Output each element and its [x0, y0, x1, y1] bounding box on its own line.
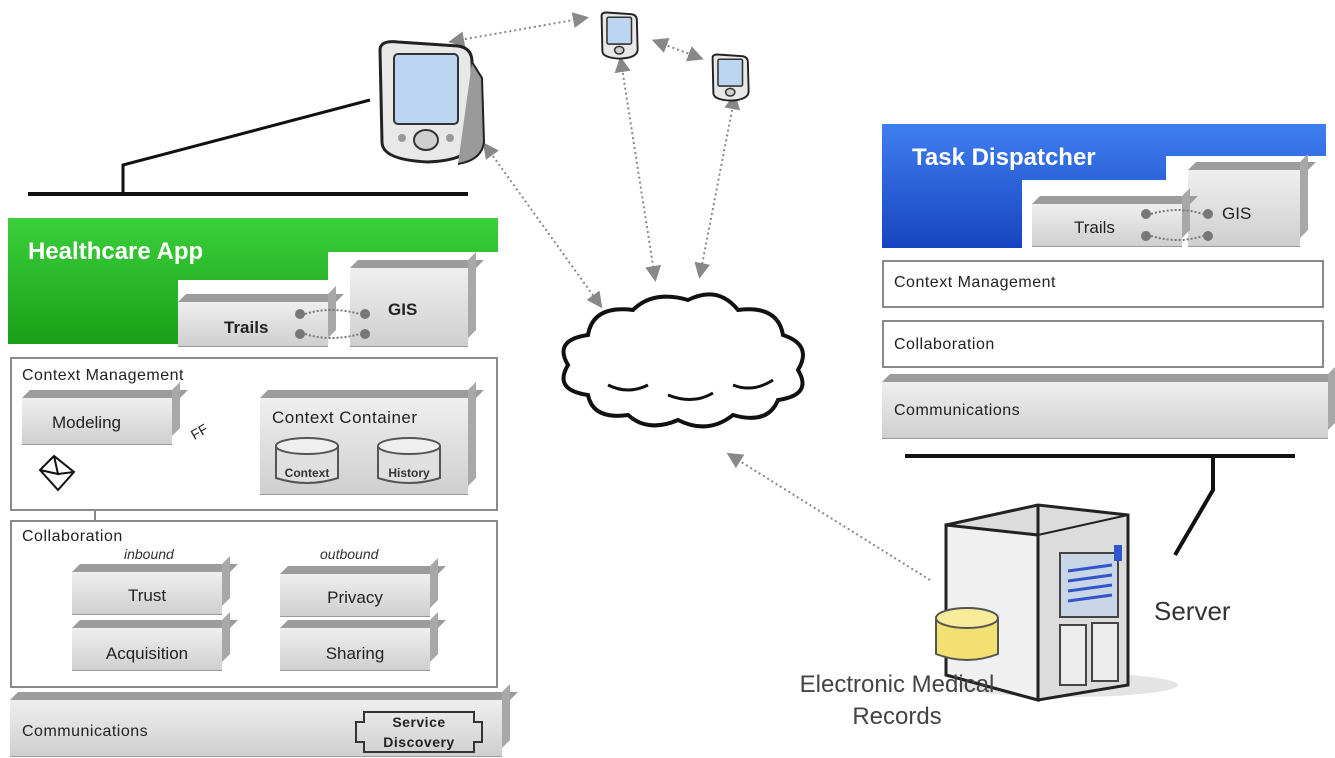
- link-arrow: [448, 12, 589, 48]
- dispatcher-gis-label: GIS: [1222, 204, 1252, 223]
- modeling-label: Modeling: [52, 413, 121, 432]
- gis-label: GIS: [388, 300, 418, 319]
- task-dispatcher-header: [882, 124, 1326, 248]
- service-discovery-icon: [355, 711, 483, 753]
- dispatcher-collaboration-layer: [882, 320, 1324, 368]
- privacy-component: [280, 574, 430, 617]
- dispatcher-communications-label: Communications: [894, 402, 1021, 419]
- link-arrow: [726, 452, 931, 581]
- sharing-label: Sharing: [325, 644, 385, 663]
- inbound-label: inbound: [124, 546, 174, 562]
- trails-label: Trails: [224, 318, 269, 337]
- handheld-device-icon: [711, 53, 750, 102]
- trust-label: Trust: [127, 586, 167, 605]
- communications-layer: [10, 700, 502, 757]
- dispatcher-context-management-layer: [882, 260, 1324, 308]
- service-discovery-line2: Discovery: [383, 734, 455, 750]
- sharing-component: [280, 628, 430, 671]
- trails-gis-connector: [1141, 209, 1213, 241]
- trails-component: [178, 302, 328, 347]
- healthcare-app-title: Healthcare App: [28, 238, 204, 265]
- arrow-glyph-icon: FF: [188, 420, 211, 440]
- link-arrow: [651, 37, 704, 62]
- server-link-line: [1173, 456, 1215, 557]
- modeling-component: [22, 398, 172, 445]
- svg-text:FF: FF: [188, 420, 211, 440]
- acquisition-component: [72, 628, 222, 671]
- context-management-label: Context Management: [22, 367, 184, 384]
- privacy-label: Privacy: [327, 588, 383, 607]
- envelope-icon: [38, 454, 76, 492]
- dispatcher-context-management-label: Context Management: [894, 274, 1056, 291]
- link-arrow: [482, 142, 603, 309]
- history-db-label: History: [388, 466, 430, 480]
- healthcare-app-header: [8, 218, 498, 344]
- trails-gis-connector: [295, 309, 370, 339]
- database-icon: [377, 437, 441, 484]
- handheld-device-icon: [600, 11, 639, 60]
- dispatcher-communications-layer: [882, 382, 1328, 439]
- collaboration-label: Collaboration: [22, 528, 123, 545]
- emr-label-line1: Electronic Medical: [799, 671, 995, 698]
- server-label: Server: [1154, 596, 1231, 626]
- handheld-device-icon: [378, 40, 486, 165]
- link-arrow: [694, 93, 741, 279]
- dispatcher-trails-component: [1032, 204, 1182, 247]
- context-container-label: Context Container: [272, 408, 418, 427]
- service-discovery-line1: Service: [392, 714, 446, 730]
- link-arrow: [614, 56, 662, 282]
- emr-label-line2: Records: [852, 703, 942, 730]
- dispatcher-collaboration-label: Collaboration: [894, 336, 995, 353]
- device-link-line: [121, 98, 371, 192]
- acquisition-label: Acquisition: [105, 644, 189, 663]
- context-db-label: Context: [284, 466, 330, 480]
- dispatcher-trails-label: Trails: [1074, 218, 1115, 237]
- database-icon: [935, 607, 999, 661]
- cloud-icon: [561, 292, 805, 429]
- task-dispatcher-title: Task Dispatcher: [912, 144, 1096, 171]
- trust-component: [72, 572, 222, 615]
- database-icon: [275, 437, 339, 484]
- outbound-label: outbound: [320, 546, 379, 562]
- communications-label: Communications: [22, 723, 149, 740]
